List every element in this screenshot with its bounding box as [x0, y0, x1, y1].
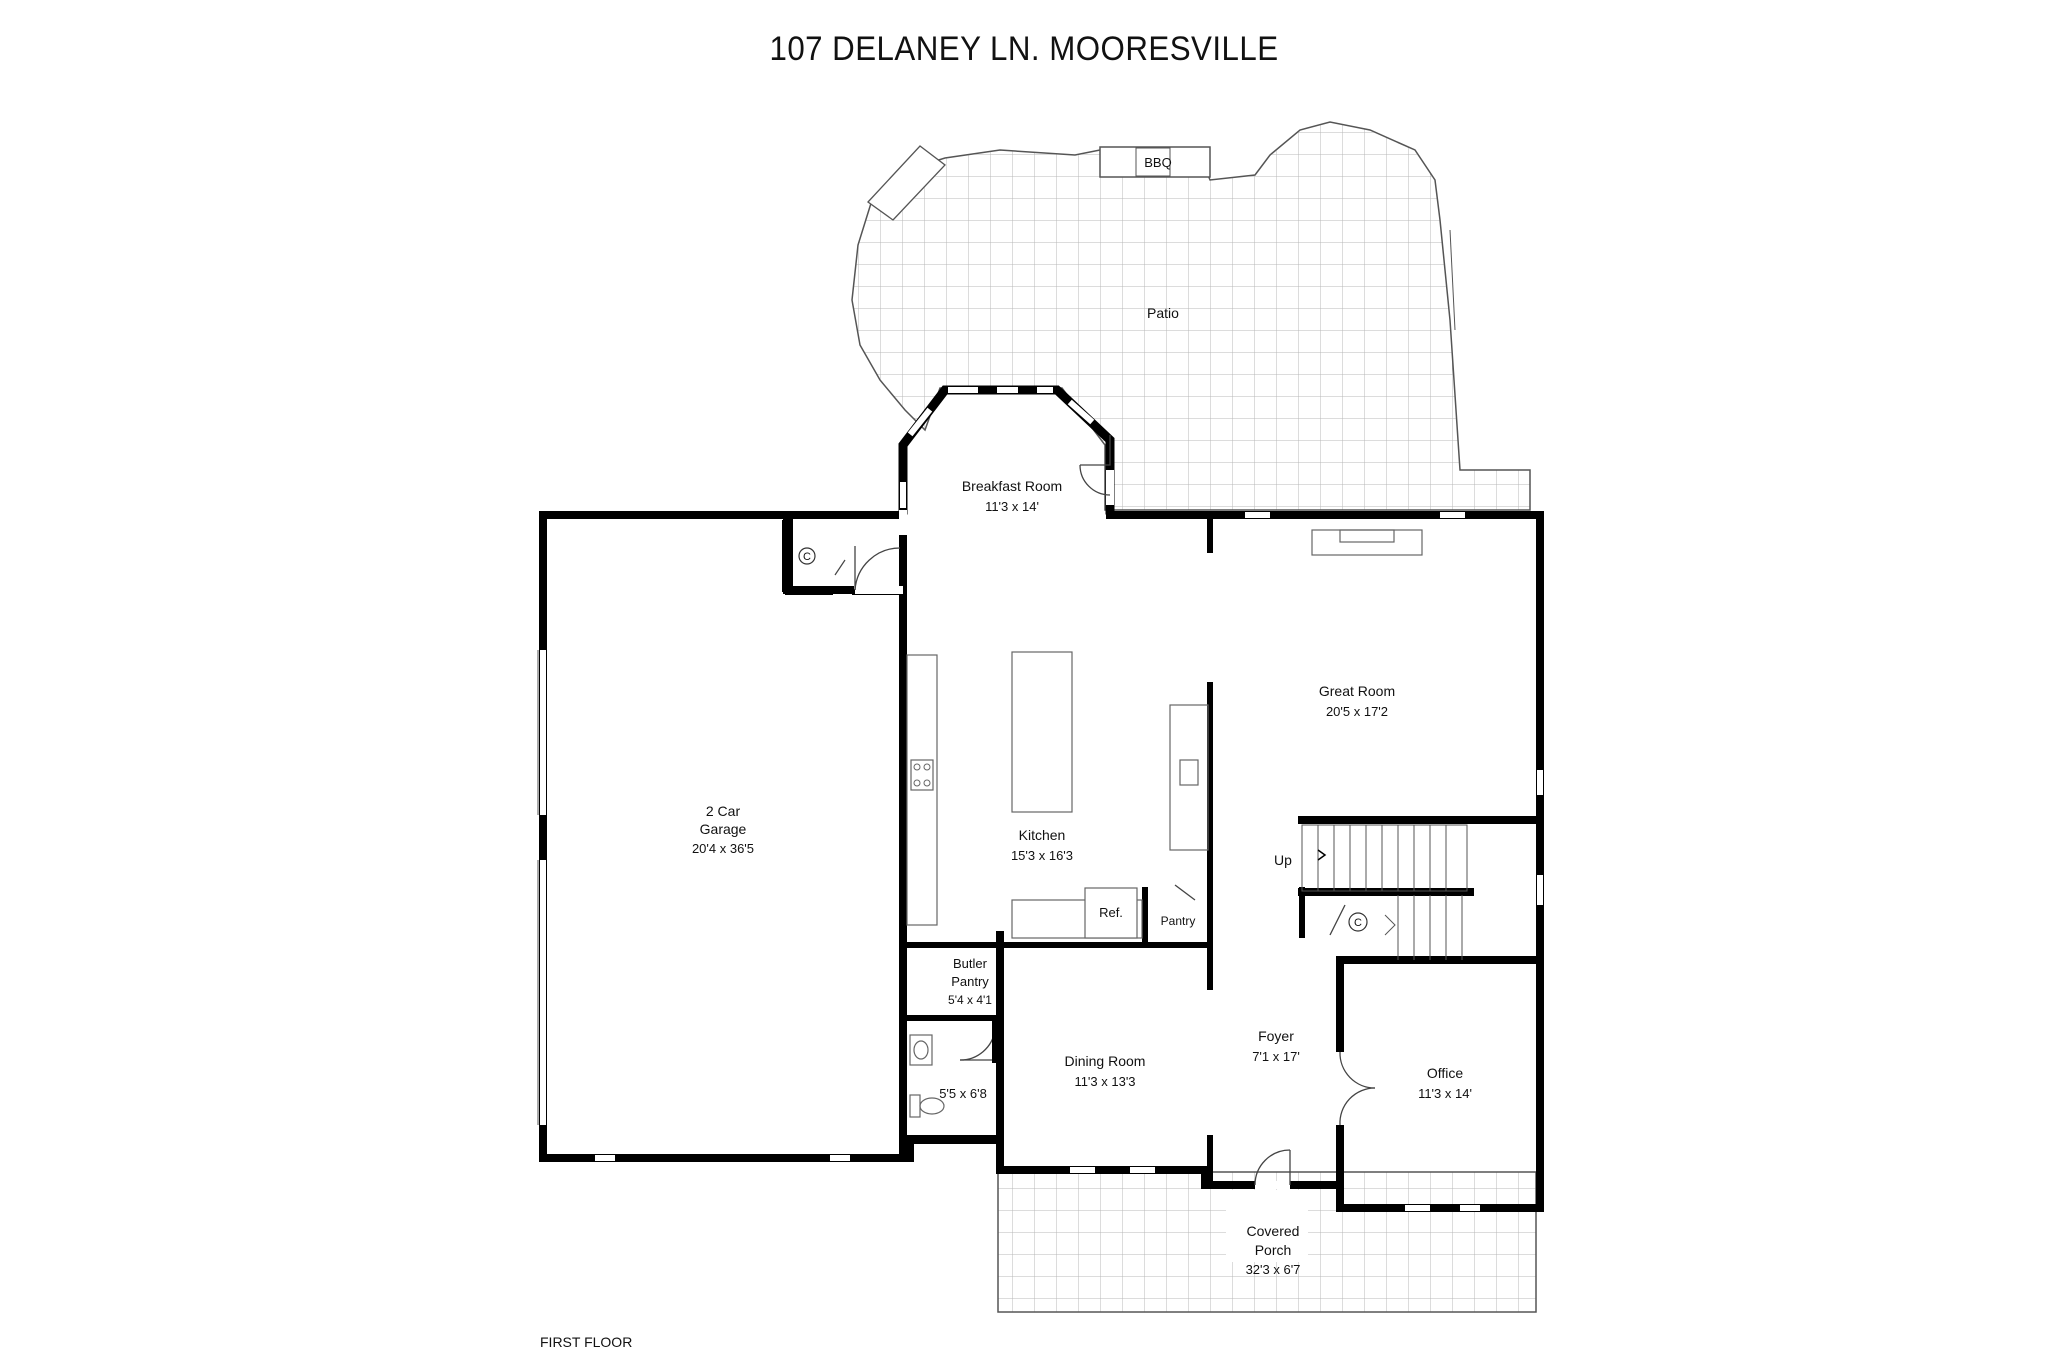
foyer-label: Foyer: [1258, 1028, 1294, 1044]
sink: [1179, 759, 1199, 786]
closet-b-label: C: [1354, 917, 1362, 929]
breakfast-label: Breakfast Room: [962, 478, 1062, 494]
porch-label-line1: Covered: [1247, 1223, 1300, 1239]
bbq-label: BBQ: [1144, 155, 1171, 170]
door-swings: [854, 435, 1376, 1186]
porch-label-line2: Porch: [1255, 1242, 1292, 1258]
butler-dims: 5'4 x 4'1: [948, 993, 992, 1007]
stairs-up-label: Up: [1274, 852, 1292, 868]
garage-closet: [782, 520, 830, 595]
ref-label: Ref.: [1099, 905, 1123, 920]
kitchen-island: [1011, 651, 1073, 813]
kitchen-label: Kitchen: [1019, 827, 1066, 843]
butler-label-line2: Pantry: [951, 974, 989, 989]
plan-title: 107 DELANEY LN. MOORESVILLE: [769, 30, 1279, 68]
stairs: [1301, 824, 1468, 960]
great-room-dims: 20'5 x 17'2: [1326, 704, 1388, 719]
foyer-dims: 7'1 x 17': [1252, 1049, 1300, 1064]
patio-area: [851, 121, 1531, 511]
kitchen-dims: 15'3 x 16'3: [1011, 848, 1073, 863]
bbq-inner: [1135, 147, 1171, 177]
window-openings: [540, 512, 1543, 1211]
closet-a-label: C: [803, 551, 811, 563]
office-dims: 11'3 x 14': [1418, 1086, 1472, 1101]
floor-label: FIRST FLOOR: [540, 1334, 633, 1350]
garage-dims: 20'4 x 36'5: [692, 841, 754, 856]
cooktop: [910, 759, 934, 791]
bath-fixtures: [909, 1034, 945, 1118]
butler-bath-walls: [900, 937, 998, 1141]
door-openings: [855, 470, 1344, 1189]
patio-label: Patio: [1147, 305, 1179, 321]
great-room-label: Great Room: [1319, 683, 1395, 699]
butler-label-line1: Butler: [953, 956, 988, 971]
dining-dims: 11'3 x 13'3: [1074, 1074, 1135, 1089]
office-label: Office: [1427, 1065, 1464, 1081]
refrigerator: [1084, 887, 1138, 939]
sink-counter: [1169, 704, 1209, 851]
porch-dims: 32'3 x 6'7: [1246, 1262, 1301, 1277]
garage-label-line1: 2 Car: [706, 803, 741, 819]
closet-a-marker: [798, 547, 816, 565]
dining-label: Dining Room: [1065, 1053, 1146, 1069]
bath-dims: 5'5 x 6'8: [939, 1086, 987, 1101]
pantry-label: Pantry: [1161, 914, 1196, 928]
kitchen-fixtures: [906, 529, 1423, 939]
breakfast-dims: 11'3 x 14': [985, 499, 1039, 514]
garage-label-line2: Garage: [700, 821, 747, 837]
closet-b-marker: [1348, 912, 1368, 932]
